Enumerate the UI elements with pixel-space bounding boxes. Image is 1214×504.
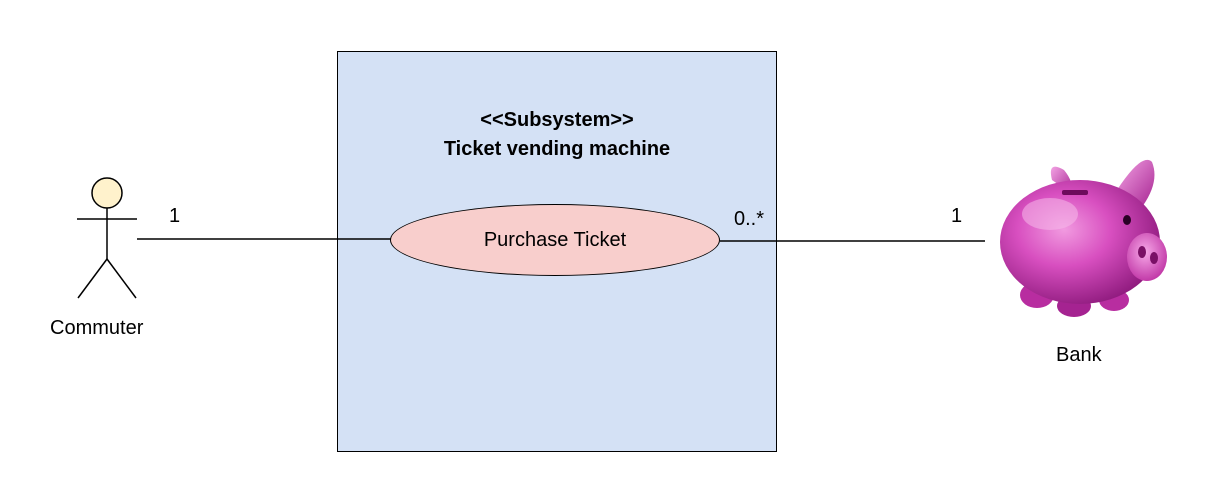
- stick-figure-icon[interactable]: [70, 174, 146, 304]
- subsystem-name: Ticket vending machine: [443, 138, 671, 160]
- subsystem-title: <<Subsystem>> Ticket vending machine: [337, 106, 777, 164]
- commuter-label: Commuter: [50, 317, 144, 339]
- bank-multiplicity: 1: [951, 205, 963, 227]
- use-case-purchase-ticket[interactable]: Purchase Ticket: [390, 204, 720, 276]
- subsystem-stereotype: <<Subsystem>>: [480, 109, 634, 131]
- commuter-multiplicity: 1: [169, 205, 181, 227]
- use-case-label: Purchase Ticket: [483, 228, 627, 251]
- piggy-bank-icon[interactable]: [992, 152, 1172, 322]
- bank-label: Bank: [1056, 344, 1102, 366]
- usecase-multiplicity: 0..*: [734, 208, 765, 230]
